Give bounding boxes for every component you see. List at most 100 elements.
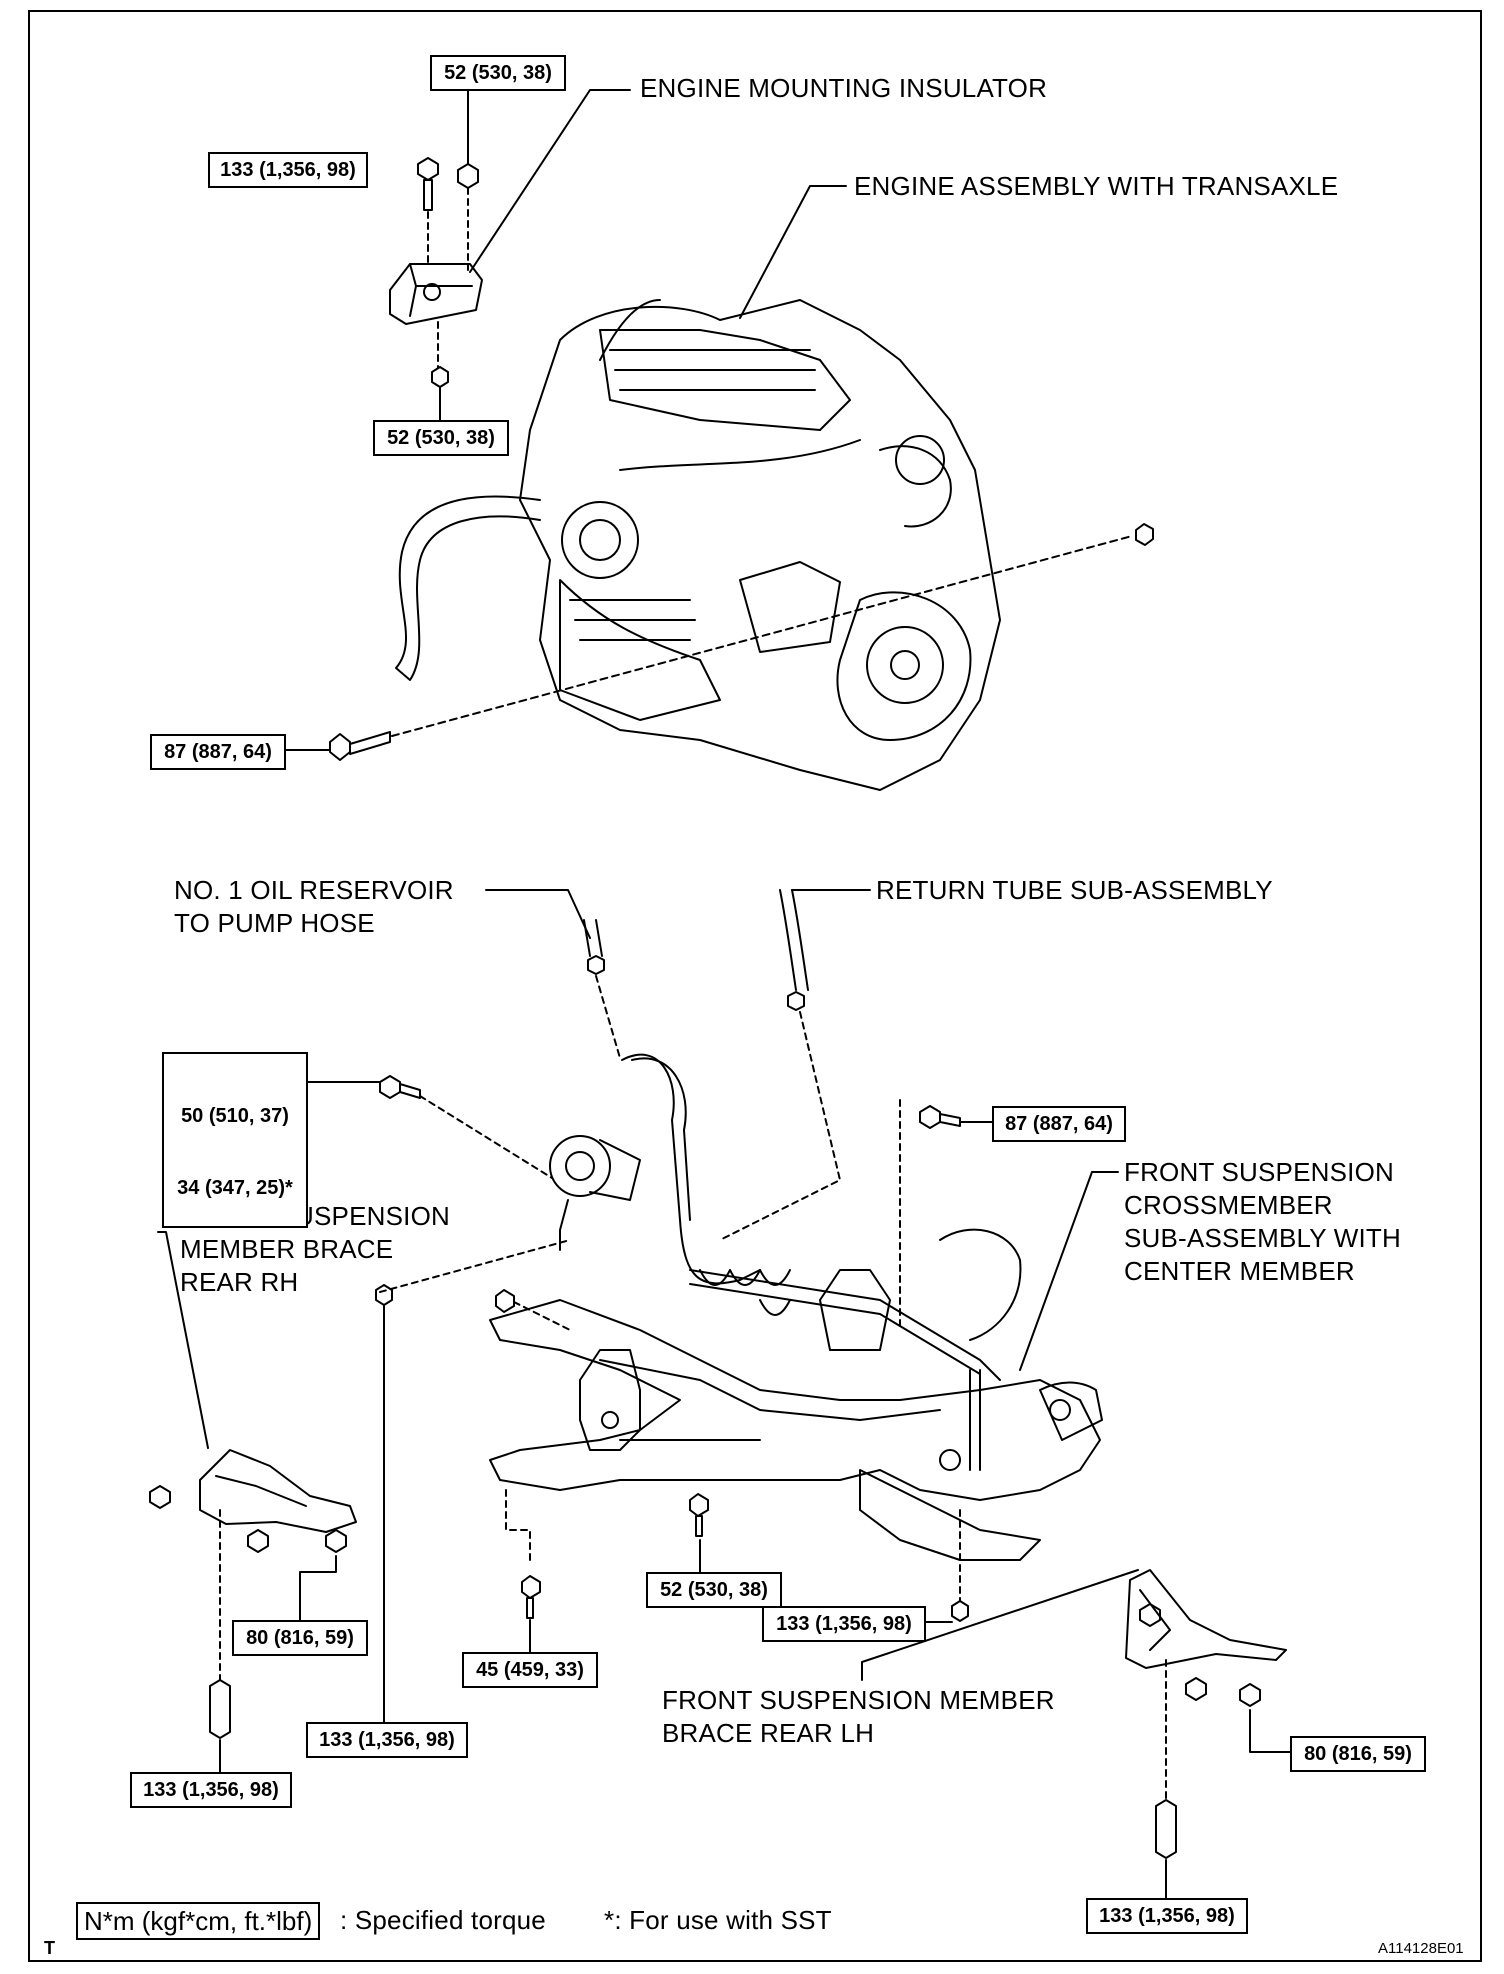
return-tube-clamp: [787, 991, 805, 1011]
insulator-bottom-nut: [431, 366, 449, 388]
center-member-nut: [495, 1289, 515, 1313]
figure-id: A114128E01: [1378, 1940, 1464, 1957]
torque-brace-rh-small-bolt: 80 (816, 59): [232, 1620, 368, 1656]
oil-hose-label-leader: [485, 889, 591, 939]
label-crossmember-line4: CENTER MEMBER: [1124, 1256, 1355, 1286]
insulator-bolt-shank: [423, 179, 433, 211]
center-member-lower-bolt-head: [521, 1575, 541, 1599]
brace-lh-bolt-b: [1185, 1677, 1207, 1701]
center-member-lower-bolt-shank: [526, 1597, 534, 1619]
engine-through-bolt-head: [329, 733, 351, 761]
brace-rh-long-bolt: [209, 1679, 231, 1739]
torque-center-member-lower-bolt: 45 (459, 33): [462, 1652, 598, 1688]
label-engine-assembly: ENGINE ASSEMBLY WITH TRANSAXLE: [854, 171, 1339, 201]
label-brace-rh-line3: REAR RH: [180, 1267, 299, 1297]
brace-lh-label-leader: [861, 1569, 1139, 1681]
crossmember-nut-left: [375, 1284, 393, 1306]
wiring-harness: [599, 299, 661, 361]
oil-hose-end: [583, 919, 603, 957]
brace-rh-label-leader: [157, 1231, 209, 1449]
crossmember-left-hole: [939, 1449, 961, 1471]
transaxle-hub: [890, 650, 920, 680]
diagram-frame: [28, 10, 1482, 1962]
insulator-body: [389, 263, 483, 325]
engine-through-nut: [1135, 523, 1154, 546]
crossmember-right-hole: [1049, 1399, 1071, 1421]
crossmember-bolt-right-head: [919, 1105, 941, 1129]
oil-hose-dash: [595, 975, 621, 1059]
label-brace-lh-line2: BRACE REAR LH: [662, 1718, 875, 1748]
transaxle-case: [836, 591, 972, 741]
crossmember-group: [375, 1099, 1119, 1723]
converter-ribs: [569, 599, 696, 641]
label-brace-rh-line2: MEMBER BRACE: [180, 1234, 394, 1264]
hose-group: [485, 889, 871, 1285]
transaxle-bell: [866, 626, 944, 704]
torque-crossmember-nut-right: 133 (1,356, 98): [762, 1606, 926, 1642]
engine-label-leader: [739, 185, 847, 319]
brace-rh-bolt-c: [325, 1529, 347, 1553]
torque-gearbox-bolt-line1: 50 (510, 37): [181, 1105, 289, 1127]
torque-insulator-nut-bottom: 52 (530, 38): [373, 420, 509, 456]
ps-pump-bracket: [589, 1139, 641, 1201]
brace-rh-group: [149, 1231, 357, 1773]
label-crossmember-line1: FRONT SUSPENSION: [1124, 1157, 1394, 1187]
harness-run: [619, 439, 861, 471]
center-member-mount: [579, 1349, 641, 1451]
crossmember-frame: [489, 1299, 1101, 1501]
steering-group: [307, 1075, 1022, 1471]
gearbox-bolt-shank: [399, 1083, 421, 1099]
torque-crossmember-nut-left: 133 (1,356, 98): [306, 1722, 468, 1758]
insulator-label-leader: [469, 89, 631, 273]
brace-rh-small-bolt-leader: [299, 1555, 337, 1621]
cylinder-head-fins: [609, 349, 816, 391]
brace-lh-bolt-c: [1239, 1683, 1261, 1707]
insulator-hole: [423, 283, 441, 301]
torque-insulator-nut-top: 52 (530, 38): [430, 55, 566, 91]
center-member-bolt-shank: [695, 1515, 703, 1537]
oil-hose-clamp: [587, 955, 605, 975]
crossmember-nut-left-dash: [379, 1239, 571, 1293]
return-tube-end-inner: [791, 889, 809, 991]
brace-rh-bolt-b: [247, 1529, 269, 1553]
brace-lh-bolt-a: [1139, 1603, 1161, 1627]
crossmember-nut-right: [951, 1600, 969, 1622]
label-oil-hose-line1: NO. 1 OIL RESERVOIR: [174, 875, 454, 905]
center-member-nut-dash: [513, 1301, 571, 1331]
gearbox-bolt-head: [379, 1075, 401, 1099]
return-tube-dash: [719, 1011, 841, 1241]
brace-lh-rib: [1139, 1589, 1171, 1651]
legend-unit-box: N*m (kgf*cm, ft.*lbf): [76, 1902, 321, 1940]
catalytic-converter: [559, 579, 721, 721]
crossmember-bolt-right-shank: [939, 1113, 961, 1127]
steering-rack-tube-lower: [689, 1283, 981, 1375]
torque-gearbox-bolt-line2: 34 (347, 25)*: [177, 1177, 293, 1199]
lower-arm-mount: [859, 1469, 1041, 1561]
torque-center-member-bolt: 52 (530, 38): [646, 1572, 782, 1608]
exhaust-manifold-flange: [561, 501, 639, 579]
center-member-lower-dash: [505, 1489, 531, 1561]
pressure-tube: [621, 1053, 761, 1285]
steering-rack-tube: [689, 1269, 1001, 1381]
legend-unit-text: : Specified torque: [340, 1905, 546, 1935]
engine-mount-group: [389, 87, 631, 421]
coolant-hose: [395, 495, 541, 681]
insulator-top-nut: [457, 163, 479, 189]
ps-pump-hub: [565, 1151, 595, 1181]
torque-crossmember-bolt-right: 87 (887, 64): [992, 1106, 1126, 1142]
corner-mark: T: [44, 1938, 55, 1958]
starter-motor: [739, 561, 841, 653]
torque-brace-rh-long-bolt: 133 (1,356, 98): [130, 1772, 292, 1808]
rack-boot: [699, 1269, 791, 1316]
crossmember-label-leader: [1019, 1171, 1119, 1371]
torque-brace-lh-small-bolt: 80 (816, 59): [1290, 1736, 1426, 1772]
label-crossmember-line3: SUB-ASSEMBLY WITH: [1124, 1223, 1401, 1253]
center-member-bolt-head: [689, 1493, 709, 1517]
brace-rh-body: [199, 1449, 357, 1533]
label-crossmember-line2: CROSSMEMBER: [1124, 1190, 1333, 1220]
insulator-body-detail: [409, 263, 473, 317]
engine-assembly-group: [285, 185, 1154, 791]
label-oil-hose-line2: TO PUMP HOSE: [174, 908, 375, 938]
engine-outline: [519, 299, 1001, 791]
